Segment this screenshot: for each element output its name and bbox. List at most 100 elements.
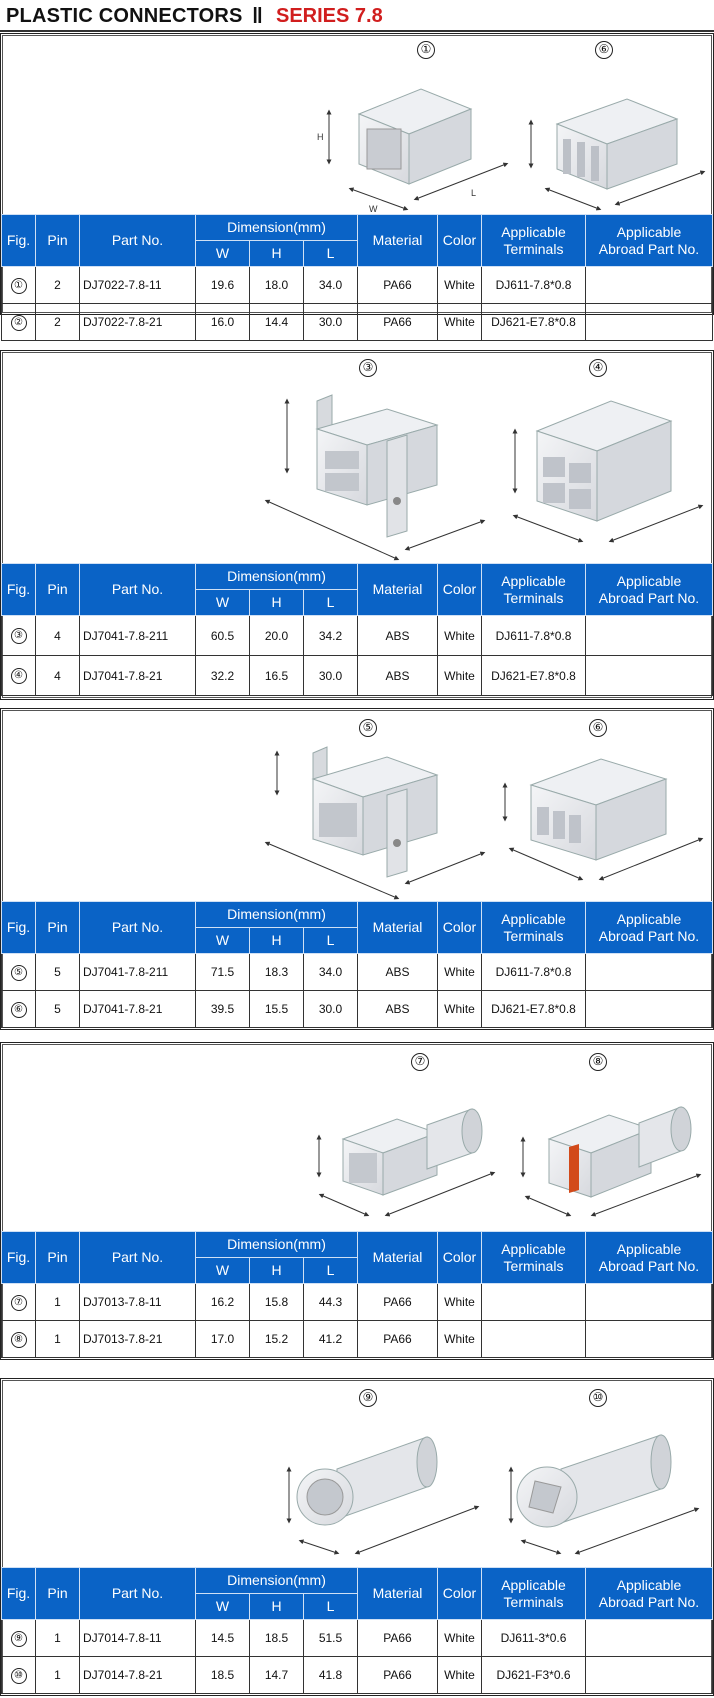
row-w: 19.6	[195, 266, 250, 304]
row-material: PA66	[357, 1656, 438, 1694]
table-row: ⑨ 1 DJ7014-7.8-11 14.5 18.5 51.5 PA66 Wh…	[1, 1619, 713, 1657]
col-part: Part No.	[79, 901, 196, 954]
row-terminal: DJ621-E7.8*0.8	[481, 655, 586, 696]
col-color: Color	[437, 563, 482, 616]
row-abroad	[585, 953, 713, 991]
connector-drawing-7	[316, 1108, 496, 1217]
dim-h-1: H	[317, 132, 324, 142]
connector-drawing-9	[286, 1436, 480, 1555]
row-material: PA66	[357, 1283, 438, 1321]
col-material: Material	[357, 1231, 438, 1284]
row-abroad	[585, 1320, 713, 1358]
col-color: Color	[437, 1231, 482, 1284]
row-part: DJ7022-7.8-21	[79, 303, 196, 341]
row-l: 30.0	[303, 990, 358, 1028]
col-h: H	[249, 1593, 304, 1620]
row-pin: 1	[35, 1656, 80, 1694]
row-color: White	[437, 266, 482, 304]
col-pin: Pin	[35, 901, 80, 954]
row-abroad	[585, 1656, 713, 1694]
col-part: Part No.	[79, 214, 196, 267]
row-terminal: DJ621-E7.8*0.8	[481, 303, 586, 341]
fig-label-b: ⑥	[595, 41, 613, 59]
row-l: 34.2	[303, 615, 358, 656]
row-pin: 4	[35, 655, 80, 696]
row-h: 15.2	[249, 1320, 304, 1358]
row-pin: 2	[35, 303, 80, 341]
row-w: 14.5	[195, 1619, 250, 1657]
connector-drawing-10	[508, 1434, 700, 1555]
col-pin: Pin	[35, 1567, 80, 1620]
fig-label-b: ⑩	[589, 1389, 607, 1407]
spec-table-3: Fig. Pin Part No. Dimension(mm) Material…	[1, 901, 713, 1028]
section-4: ⑦ ⑧ Fig. Pi	[0, 1042, 714, 1360]
row-pin: 5	[35, 990, 80, 1028]
row-l: 41.8	[303, 1656, 358, 1694]
row-abroad	[585, 1283, 713, 1321]
row-part: DJ7014-7.8-21	[79, 1656, 196, 1694]
figure-area-5: ⑨ ⑩	[1, 1379, 713, 1567]
col-h: H	[249, 589, 304, 616]
row-fig: ⑥	[10, 1001, 27, 1018]
row-abroad	[585, 303, 713, 341]
row-w: 16.2	[195, 1283, 250, 1321]
table-row: ⑩ 1 DJ7014-7.8-21 18.5 14.7 41.8 PA66 Wh…	[1, 1656, 713, 1694]
row-abroad	[585, 655, 713, 696]
col-part: Part No.	[79, 1567, 196, 1620]
row-w: 60.5	[195, 615, 250, 656]
row-l: 30.0	[303, 303, 358, 341]
row-h: 16.5	[249, 655, 304, 696]
col-fig: Fig.	[1, 1567, 36, 1620]
col-l: L	[303, 1257, 358, 1284]
table-row: ① 2 DJ7022-7.8-11 19.6 18.0 34.0 PA66 Wh…	[1, 266, 713, 304]
col-dimension: Dimension(mm)	[195, 214, 358, 241]
col-h: H	[249, 240, 304, 267]
row-w: 18.5	[195, 1656, 250, 1694]
col-h: H	[249, 927, 304, 954]
row-color: White	[437, 303, 482, 341]
row-l: 41.2	[303, 1320, 358, 1358]
fig-label-a: ⑨	[359, 1389, 377, 1407]
table-row: ④ 4 DJ7041-7.8-21 32.2 16.5 30.0 ABS Whi…	[1, 655, 713, 696]
row-abroad	[585, 990, 713, 1028]
row-material: PA66	[357, 1320, 438, 1358]
row-material: PA66	[357, 266, 438, 304]
col-material: Material	[357, 214, 438, 267]
col-material: Material	[357, 563, 438, 616]
row-fig: ⑨	[10, 1630, 27, 1647]
row-w: 16.0	[195, 303, 250, 341]
row-fig: ⑩	[10, 1667, 27, 1684]
fig-label-a: ①	[417, 41, 435, 59]
spec-table-1: Fig. Pin Part No. Dimension(mm) Material…	[1, 214, 713, 341]
row-pin: 5	[35, 953, 80, 991]
fig-label-a: ⑤	[359, 719, 377, 737]
col-l: L	[303, 1593, 358, 1620]
connector-drawing-1: H W L	[317, 88, 509, 214]
row-w: 17.0	[195, 1320, 250, 1358]
fig-label-b: ⑥	[589, 719, 607, 737]
col-fig: Fig.	[1, 1231, 36, 1284]
row-material: ABS	[357, 655, 438, 696]
row-color: White	[437, 615, 482, 656]
col-l: L	[303, 240, 358, 267]
row-l: 30.0	[303, 655, 358, 696]
figure-area-3: ⑤ ⑥	[1, 709, 713, 901]
figure-area-4: ⑦ ⑧	[1, 1043, 713, 1231]
connector-drawing-6	[502, 758, 704, 881]
row-color: White	[437, 1656, 482, 1694]
col-color: Color	[437, 901, 482, 954]
table-row: ③ 4 DJ7041-7.8-211 60.5 20.0 34.2 ABS Wh…	[1, 615, 713, 656]
row-fig: ⑦	[10, 1294, 27, 1311]
connector-drawing-8	[520, 1106, 702, 1217]
row-part: DJ7041-7.8-211	[79, 615, 196, 656]
page-title: PLASTIC CONNECTORS	[6, 5, 243, 27]
row-l: 34.0	[303, 953, 358, 991]
table-row: ⑦ 1 DJ7013-7.8-11 16.2 15.8 44.3 PA66 Wh…	[1, 1283, 713, 1321]
row-fig: ⑧	[10, 1331, 27, 1348]
row-part: DJ7013-7.8-11	[79, 1283, 196, 1321]
